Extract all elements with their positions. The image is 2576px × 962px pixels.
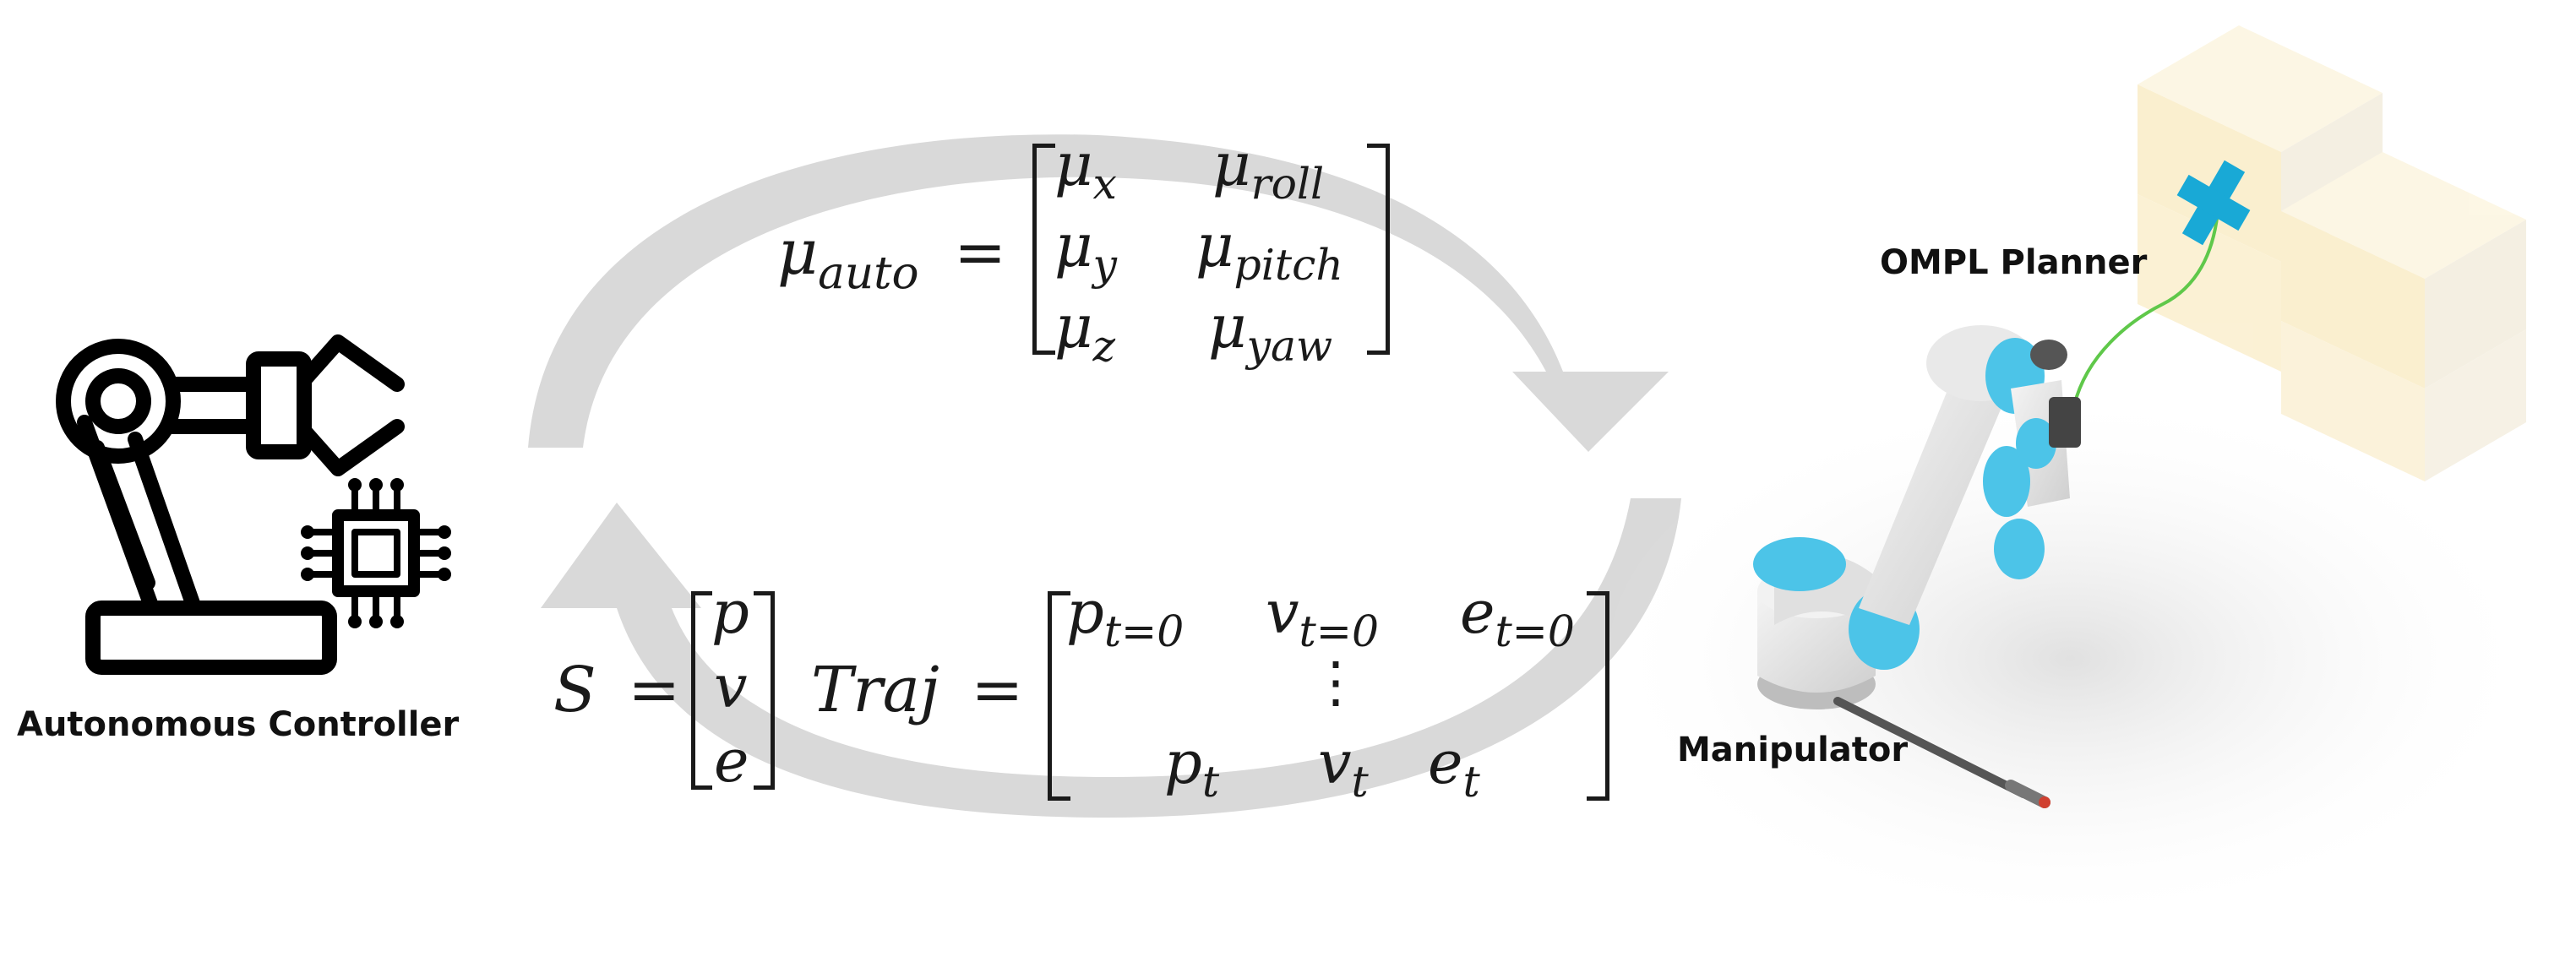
traj-v0: vt=0 [1266,578,1380,657]
mu-matrix-right-bracket [1367,144,1390,355]
state-right-bracket [754,591,775,790]
traj-p0: pt=0 [1066,578,1185,657]
state-lhs: S = [553,654,681,726]
traj-lhs: Traj = [811,654,1024,726]
traj-right-bracket [1587,591,1609,801]
mu-pitch: μpitch [1195,211,1343,291]
manipulator-label: Manipulator [1677,731,1909,769]
workspace-boxes [2138,25,2526,481]
mu-z: μz [1054,292,1116,372]
target-cross-icon [2176,160,2251,246]
mu-x: μx [1054,130,1117,209]
state-p: p [711,578,749,647]
traj-vdots: ⋮ [1308,649,1364,715]
controller-label: Autonomous Controller [17,705,460,744]
traj-vt: vt [1318,728,1369,807]
mu-roll: μroll [1212,130,1325,209]
floor-shadow [1597,389,2543,929]
top-arc-arrow [528,134,1669,452]
mu-auto-lhs: μauto = [777,216,1007,300]
traj-pt: pt [1164,728,1220,807]
manipulator-robot [1753,325,2081,808]
cycle-arrows [528,134,1681,818]
planner-label: OMPL Planner [1880,243,2148,282]
mu-matrix-left-bracket [1032,144,1055,355]
traj-e0: et=0 [1460,578,1575,657]
traj-left-bracket [1048,591,1070,801]
state-left-bracket [691,591,712,790]
mu-yaw: μyaw [1208,292,1333,372]
planned-path [2072,210,2219,406]
state-v: v [714,652,748,721]
mu-y: μy [1054,211,1117,291]
traj-et: et [1428,728,1480,807]
robot-arm-chip-icon [56,334,451,675]
state-e: e [714,726,749,796]
